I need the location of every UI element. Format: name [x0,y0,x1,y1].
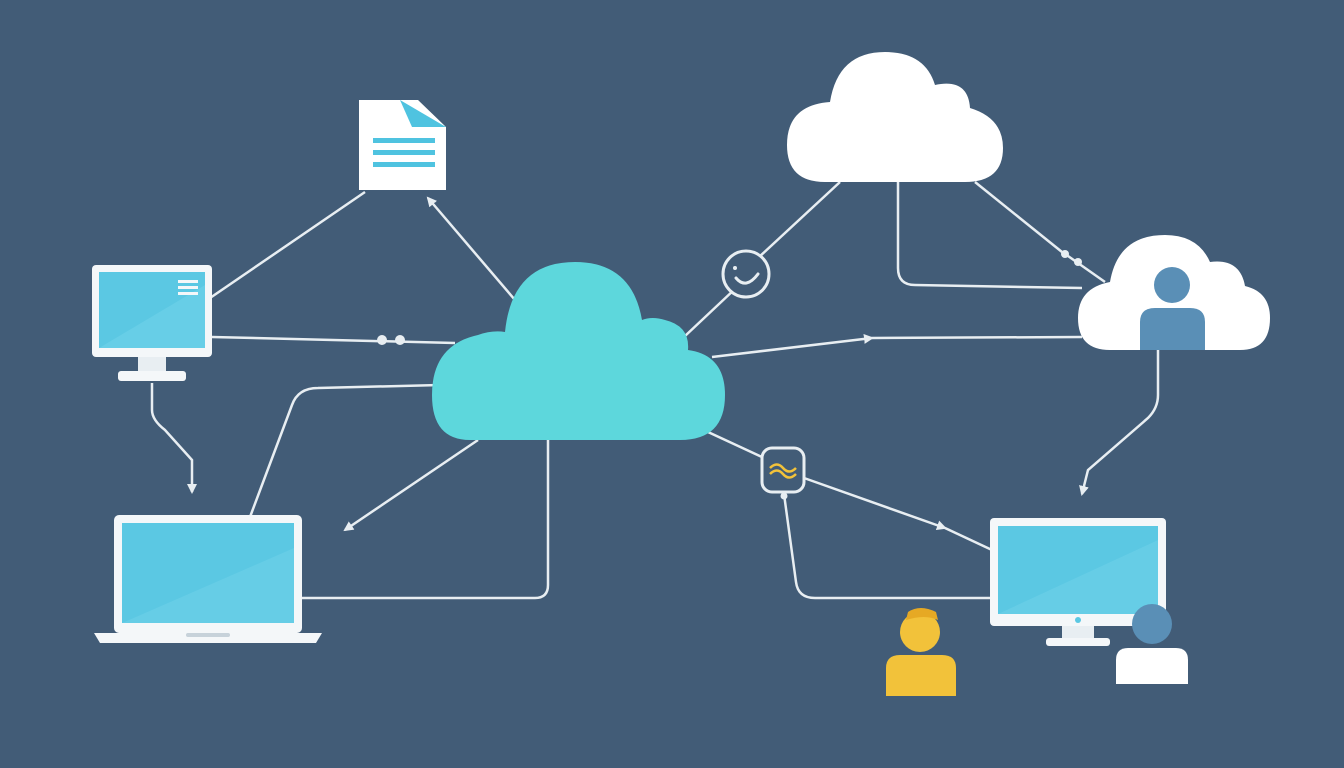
person-icon [1140,267,1205,350]
connector-dots [377,250,1082,345]
dot-left [377,335,387,345]
line-cloud-to-user-cloud [711,333,874,359]
document-icon[interactable] [359,100,446,190]
right-monitor-icon[interactable] [990,518,1166,646]
smiley-icon[interactable] [721,249,771,299]
line-arrow-to-user-cloud [871,335,1083,340]
line-monitor-to-laptop [150,383,197,494]
line-user-cloud-to-monitor [1079,350,1160,496]
desktop-monitor-icon[interactable] [92,265,212,381]
laptop-icon[interactable] [94,515,322,643]
central-cloud-icon[interactable] [432,262,725,440]
line-monitor-to-cloud [211,335,456,345]
line-laptop-to-cloud [248,383,441,518]
line-monitor-to-document [209,190,366,300]
line-top-cloud-down [896,182,1083,290]
dot-left [395,335,405,345]
connections [150,181,1160,600]
line-laptop-bottom [300,440,550,600]
link-icon[interactable] [760,446,806,500]
dot-right [1074,258,1082,266]
line-smiley-to-top-cloud [757,181,841,259]
line-monitor-to-connector [944,526,993,552]
dot-right [1061,250,1069,258]
top-right-cloud-icon[interactable] [787,52,1003,182]
line-connector-to-monitor [803,476,947,531]
user-cloud-icon[interactable] [1078,235,1270,350]
line-connector-down [782,493,992,600]
line-top-cloud-to-user-cloud [974,181,1063,253]
line-cloud-to-connector [707,430,765,460]
line-cloud-to-document [426,196,516,301]
line-to-user-cloud-end [1067,254,1106,284]
person-yellow-icon[interactable] [886,608,956,696]
line-cloud-to-laptop [343,438,479,532]
line-cloud-to-smiley [684,287,737,337]
person-blue-icon[interactable] [1116,604,1188,684]
